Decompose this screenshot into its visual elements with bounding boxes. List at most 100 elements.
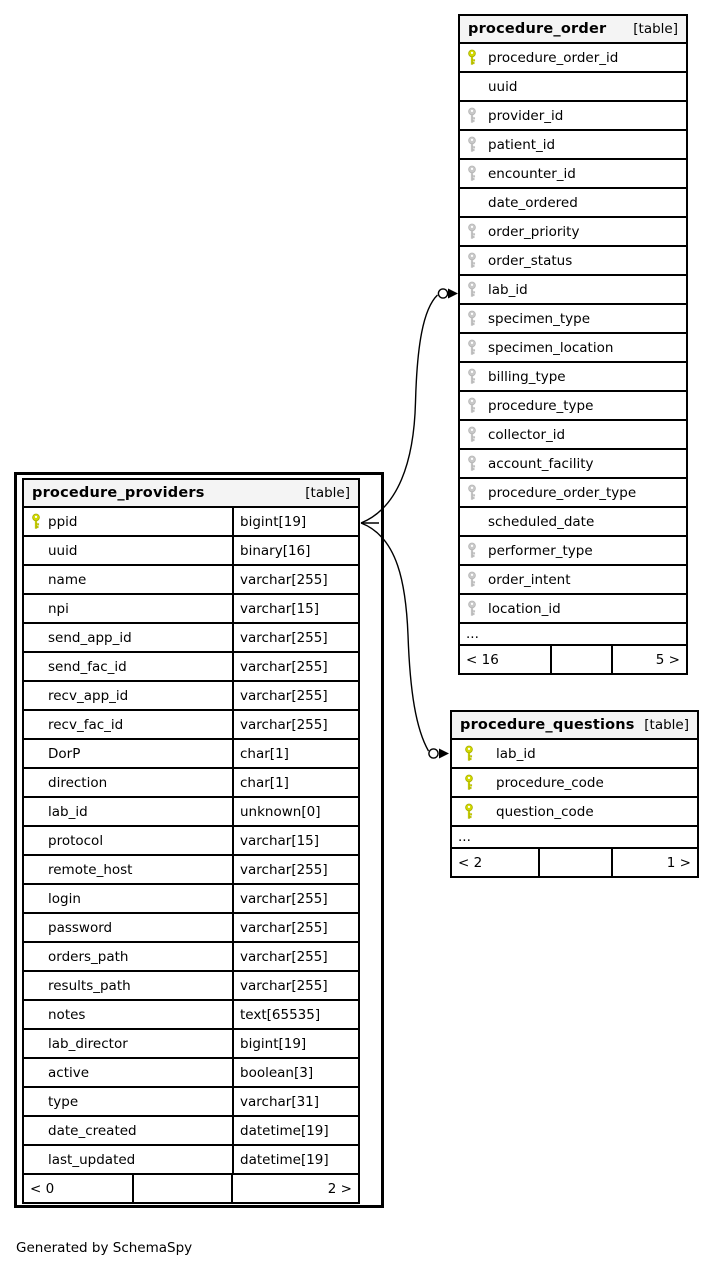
- table-name[interactable]: procedure_questions: [460, 717, 635, 733]
- field-type: datetime[19]: [240, 1122, 329, 1139]
- field-name: order_intent: [488, 571, 571, 588]
- primary-key-icon: [464, 774, 496, 791]
- foreign-key-icon: [467, 252, 488, 269]
- field-name-cell: recv_app_id: [24, 682, 234, 709]
- field-name: specimen_location: [488, 339, 614, 356]
- field-type: char[1]: [240, 745, 289, 762]
- field-row-order_intent: order_intent: [460, 566, 686, 595]
- field-name-cell: type: [24, 1088, 234, 1115]
- field-name: collector_id: [488, 426, 566, 443]
- primary-key-icon: [464, 745, 496, 762]
- field-name: orders_path: [48, 948, 129, 965]
- field-row-DorP: DorP char[1]: [24, 740, 358, 769]
- field-row-specimen_location: specimen_location: [460, 334, 686, 363]
- field-name-cell: procedure_code: [452, 769, 604, 796]
- field-row-procedure_type: procedure_type: [460, 392, 686, 421]
- field-name-cell: order_status: [460, 247, 572, 274]
- field-name: ppid: [48, 513, 78, 530]
- field-row-provider_id: provider_id: [460, 102, 686, 131]
- field-type: binary[16]: [240, 542, 311, 559]
- field-row-npi: npi varchar[15]: [24, 595, 358, 624]
- field-name: question_code: [496, 803, 594, 820]
- footer-middle-cell: [540, 849, 613, 876]
- table-header: procedure_providers[table]: [24, 480, 358, 508]
- field-name-cell: protocol: [24, 827, 234, 854]
- foreign-key-icon: [467, 484, 488, 501]
- field-name: specimen_type: [488, 310, 591, 327]
- field-name-cell: patient_id: [460, 131, 555, 158]
- table-procedure-order[interactable]: procedure_order [table] procedure_order_i…: [458, 14, 688, 675]
- field-name: uuid: [48, 542, 78, 559]
- field-name-cell: login: [24, 885, 234, 912]
- field-name: procedure_code: [496, 774, 604, 791]
- field-name: recv_fac_id: [48, 716, 124, 733]
- field-type: varchar[255]: [240, 977, 328, 994]
- field-type: varchar[255]: [240, 919, 328, 936]
- field-row-order_priority: order_priority: [460, 218, 686, 247]
- field-row-collector_id: collector_id: [460, 421, 686, 450]
- field-row-uuid: uuid binary[16]: [24, 537, 358, 566]
- field-name-cell: provider_id: [460, 102, 563, 129]
- field-name-cell: lab_id: [24, 798, 234, 825]
- field-row-procedure_order_id: procedure_order_id: [460, 44, 686, 73]
- field-row-notes: notes text[65535]: [24, 1001, 358, 1030]
- field-name: lab_id: [48, 803, 88, 820]
- field-name-cell: direction: [24, 769, 234, 796]
- field-name: billing_type: [488, 368, 566, 385]
- field-type: varchar[15]: [240, 600, 320, 617]
- field-row-uuid: uuid: [460, 73, 686, 102]
- field-name-cell: send_fac_id: [24, 653, 234, 680]
- table-procedure-questions[interactable]: procedure_questions[table] lab_id proced…: [450, 710, 699, 878]
- table-name[interactable]: procedure_order: [468, 21, 607, 37]
- field-name: order_priority: [488, 223, 580, 240]
- field-type: varchar[255]: [240, 629, 328, 646]
- field-name: notes: [48, 1006, 86, 1023]
- field-type: varchar[255]: [240, 861, 328, 878]
- field-name: password: [48, 919, 113, 936]
- field-row-password: password varchar[255]: [24, 914, 358, 943]
- field-row-procedure_order_type: procedure_order_type: [460, 479, 686, 508]
- table-name[interactable]: procedure_providers: [32, 485, 205, 501]
- foreign-key-icon: [467, 397, 488, 414]
- field-name-cell: procedure_order_type: [460, 479, 636, 506]
- field-type: text[65535]: [240, 1006, 321, 1023]
- field-type: bigint[19]: [240, 1035, 307, 1052]
- footer-parents-count: < 16: [460, 646, 552, 673]
- field-name-cell: procedure_order_id: [460, 44, 618, 71]
- field-name: remote_host: [48, 861, 133, 878]
- footer-children-count: 1 >: [666, 854, 691, 871]
- field-row-procedure_code: procedure_code: [452, 769, 697, 798]
- field-row-date_created: date_created datetime[19]: [24, 1117, 358, 1146]
- generated-by-label: Generated by SchemaSpy: [16, 1240, 193, 1256]
- field-name-cell: lab_id: [460, 276, 528, 303]
- field-name-cell: date_ordered: [460, 189, 578, 216]
- field-name-cell: date_created: [24, 1117, 234, 1144]
- field-name: procedure_order_id: [488, 49, 619, 66]
- table-header: procedure_order [table]: [460, 16, 686, 44]
- field-name-cell: procedure_type: [460, 392, 593, 419]
- field-name-cell: last_updated: [24, 1146, 234, 1173]
- field-name-cell: location_id: [460, 595, 561, 622]
- field-name: DorP: [48, 745, 81, 762]
- field-name-cell: npi: [24, 595, 234, 622]
- field-name-cell: order_intent: [460, 566, 571, 593]
- foreign-key-icon: [467, 223, 488, 240]
- field-name: date_ordered: [488, 194, 578, 211]
- field-name: account_facility: [488, 455, 594, 472]
- field-type: varchar[31]: [240, 1093, 320, 1110]
- field-name: last_updated: [48, 1151, 136, 1168]
- table-tag: [table]: [633, 21, 678, 37]
- field-name: encounter_id: [488, 165, 576, 182]
- footer-parents-count: < 0: [24, 1175, 134, 1202]
- field-name: npi: [48, 600, 69, 617]
- field-name: provider_id: [488, 107, 564, 124]
